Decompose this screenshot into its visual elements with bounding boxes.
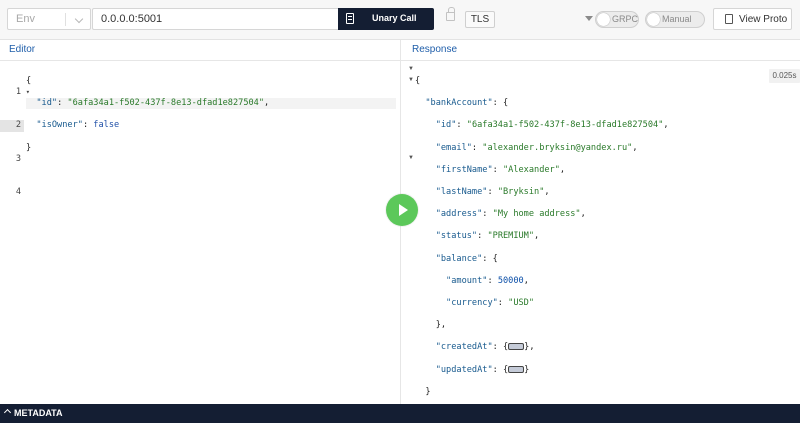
chevron-up-icon xyxy=(3,408,12,417)
unary-call-label: Unary Call xyxy=(372,13,417,23)
fold-caret-icon[interactable]: ▼ xyxy=(408,77,414,83)
editor-header-rule xyxy=(0,60,400,61)
response-header-rule xyxy=(401,60,800,61)
grpc-toggle[interactable]: GRPC xyxy=(595,11,639,28)
call-type-icon xyxy=(346,13,354,24)
line-number: 2 xyxy=(0,120,24,132)
json-key: "currency" xyxy=(446,297,498,308)
metadata-label: METADATA xyxy=(14,408,63,418)
json-key: "createdAt" xyxy=(435,342,493,353)
json-boolean: false xyxy=(93,120,120,131)
json-key: "amount" xyxy=(446,275,488,286)
json-key: "address" xyxy=(435,209,483,220)
manual-toggle[interactable]: Manual xyxy=(645,11,705,28)
json-key: "lastName" xyxy=(435,187,488,198)
manual-toggle-label: Manual xyxy=(662,14,692,24)
unary-call-button[interactable]: Unary Call xyxy=(338,8,434,30)
line-number: 1▾ xyxy=(15,87,30,98)
json-key: "status" xyxy=(435,231,478,242)
fold-caret-icon[interactable]: ▼ xyxy=(408,155,414,161)
address-input[interactable]: 0.0.0.0:5001 xyxy=(92,8,338,30)
json-key: "updatedAt" xyxy=(435,364,493,375)
response-title: Response xyxy=(412,44,458,55)
toggle-knob xyxy=(647,13,660,26)
json-key: "email" xyxy=(435,142,472,153)
json-string: "PREMIUM" xyxy=(487,231,535,242)
editor-gutter: 1▾ 2 3 4 xyxy=(0,65,30,209)
collapsed-object-icon[interactable] xyxy=(508,343,525,351)
json-string: "USD" xyxy=(508,297,535,308)
lock-icon[interactable] xyxy=(446,7,455,21)
json-string: "alexander.bryksin@yandex.ru" xyxy=(482,142,633,153)
json-string: "Alexander" xyxy=(502,164,560,175)
collapsed-object-icon[interactable] xyxy=(508,365,525,373)
chevron-down-icon xyxy=(74,14,84,24)
toggle-knob xyxy=(597,13,610,26)
address-value: 0.0.0.0:5001 xyxy=(101,13,163,25)
env-separator xyxy=(65,13,66,26)
line-number: 3 xyxy=(15,153,21,164)
caret-down-icon[interactable] xyxy=(585,16,593,21)
request-editor[interactable]: { "id": "6afa34a1-f502-437f-8e13-dfad1e8… xyxy=(26,65,396,165)
json-string: "Bryksin" xyxy=(497,187,545,198)
json-string: "6afa34a1-f502-437f-8e13-dfad1e827504" xyxy=(67,98,265,109)
json-number: 50000 xyxy=(497,275,524,286)
json-string: "My home address" xyxy=(492,209,581,220)
grpc-toggle-label: GRPC xyxy=(612,14,639,24)
env-placeholder: Env xyxy=(16,13,35,25)
json-key: "bankAccount" xyxy=(425,98,493,109)
play-button[interactable] xyxy=(386,194,418,226)
env-select[interactable]: Env xyxy=(7,8,91,30)
json-key: "balance" xyxy=(435,253,483,264)
top-toolbar: Env 0.0.0.0:5001 Unary Call TLS GRPC Man… xyxy=(0,0,800,40)
line-number: 4 xyxy=(15,187,21,198)
metadata-bar[interactable]: METADATA xyxy=(0,404,800,423)
json-key: "isOwner" xyxy=(36,120,83,131)
response-time-badge: 0.025s xyxy=(769,69,800,83)
response-viewer: { "bankAccount": { "id": "6afa34a1-f502-… xyxy=(415,76,669,419)
view-proto-label: View Proto xyxy=(739,14,788,25)
tls-button[interactable]: TLS xyxy=(465,11,495,28)
json-key: "firstName" xyxy=(435,164,493,175)
json-key: "id" xyxy=(435,120,457,131)
view-proto-button[interactable]: View Proto xyxy=(713,8,792,30)
document-icon xyxy=(725,14,733,24)
json-key: "id" xyxy=(36,98,58,109)
json-string: "6afa34a1-f502-437f-8e13-dfad1e827504" xyxy=(466,120,664,131)
fold-caret-icon[interactable]: ▼ xyxy=(408,66,414,72)
editor-title: Editor xyxy=(9,44,36,55)
